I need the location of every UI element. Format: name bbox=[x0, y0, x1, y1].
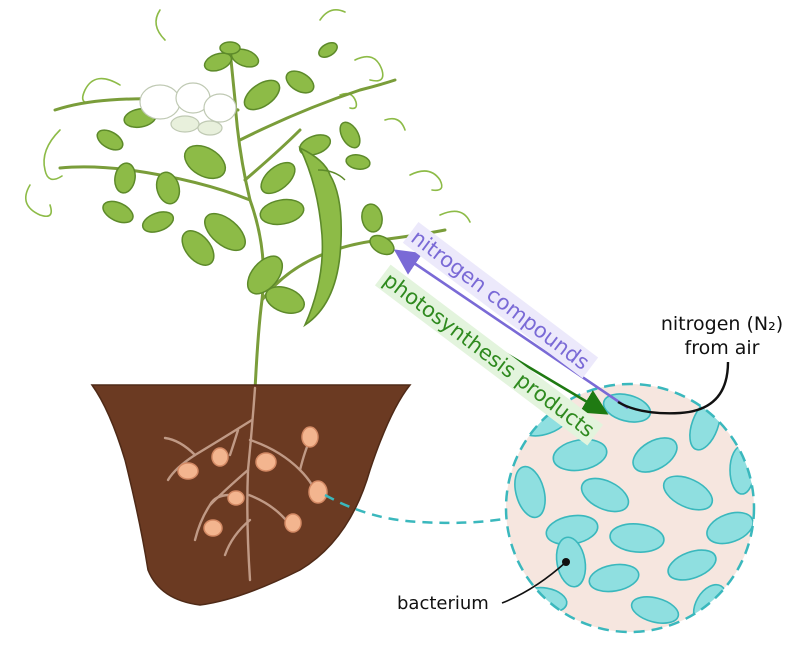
pea-pod bbox=[298, 146, 346, 328]
nitrogen-air-line2: from air bbox=[684, 337, 760, 359]
bacterium-label: bacterium bbox=[397, 593, 489, 614]
zoom-circle bbox=[504, 382, 756, 634]
nitrogen-air-line1: nitrogen (N₂) bbox=[660, 313, 784, 335]
pea-flowers bbox=[139, 82, 237, 136]
nitrogen-compounds-arrow bbox=[393, 249, 629, 410]
tendrils bbox=[24, 9, 471, 223]
root-nodules bbox=[177, 426, 328, 537]
bacterium-pointer bbox=[501, 558, 570, 604]
nitrogen-air-pointer bbox=[617, 361, 730, 415]
nitrogen-from-air-label: nitrogen (N₂) from air bbox=[648, 312, 796, 360]
leaves bbox=[96, 41, 395, 314]
